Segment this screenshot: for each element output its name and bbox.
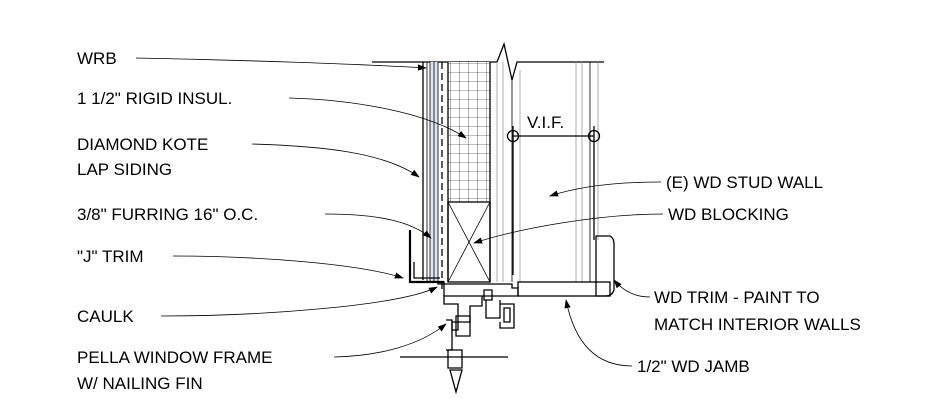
leader-j-trim: [172, 255, 404, 279]
leader-diamond-kote: [251, 143, 420, 178]
vif-circle-left: [506, 129, 520, 143]
label-vif: V.I.F.: [527, 113, 564, 132]
label-rigid-insul: 1 1/2" RIGID INSUL.: [77, 89, 232, 108]
vif-circle-right: [587, 129, 601, 143]
leader-furring: [324, 213, 432, 239]
leader-wrb: [135, 57, 427, 71]
label-pella-2: W/ NAILING FIN: [77, 374, 203, 393]
label-furring: 3/8" FURRING 16" O.C.: [77, 205, 258, 224]
j-trim: [408, 230, 444, 284]
leaders: [135, 57, 664, 367]
wd-trim: [595, 235, 615, 297]
leader-rigid-insul: [288, 97, 467, 139]
leader-wd-trim: [613, 279, 651, 298]
rigid-insulation: [448, 62, 490, 202]
window-frame: [400, 281, 519, 395]
label-blocking: WD BLOCKING: [668, 205, 789, 224]
leader-jamb: [564, 299, 633, 367]
labels: WRB 1 1/2" RIGID INSUL. DIAMOND KOTE LAP…: [77, 49, 861, 393]
label-jamb: 1/2" WD JAMB: [637, 357, 750, 376]
label-stud-wall: (E) WD STUD WALL: [666, 173, 823, 192]
label-caulk: CAULK: [77, 307, 134, 326]
label-j-trim: "J" TRIM: [77, 247, 144, 266]
label-diamond-kote-1: DIAMOND KOTE: [77, 135, 208, 154]
label-diamond-kote-2: LAP SIDING: [77, 160, 172, 179]
wd-jamb: [517, 281, 611, 297]
leader-caulk: [160, 286, 438, 317]
label-wd-trim-1: WD TRIM - PAINT TO: [654, 288, 820, 307]
label-wd-trim-2: MATCH INTERIOR WALLS: [654, 315, 861, 334]
label-wrb: WRB: [77, 49, 117, 68]
leader-stud-wall: [549, 181, 662, 197]
leader-blocking: [473, 213, 664, 244]
leader-pella: [333, 323, 447, 358]
label-pella-1: PELLA WINDOW FRAME: [77, 348, 273, 367]
nailing-fin-tip: [449, 369, 463, 395]
wd-blocking: [447, 201, 491, 283]
wall-section: [372, 41, 615, 395]
